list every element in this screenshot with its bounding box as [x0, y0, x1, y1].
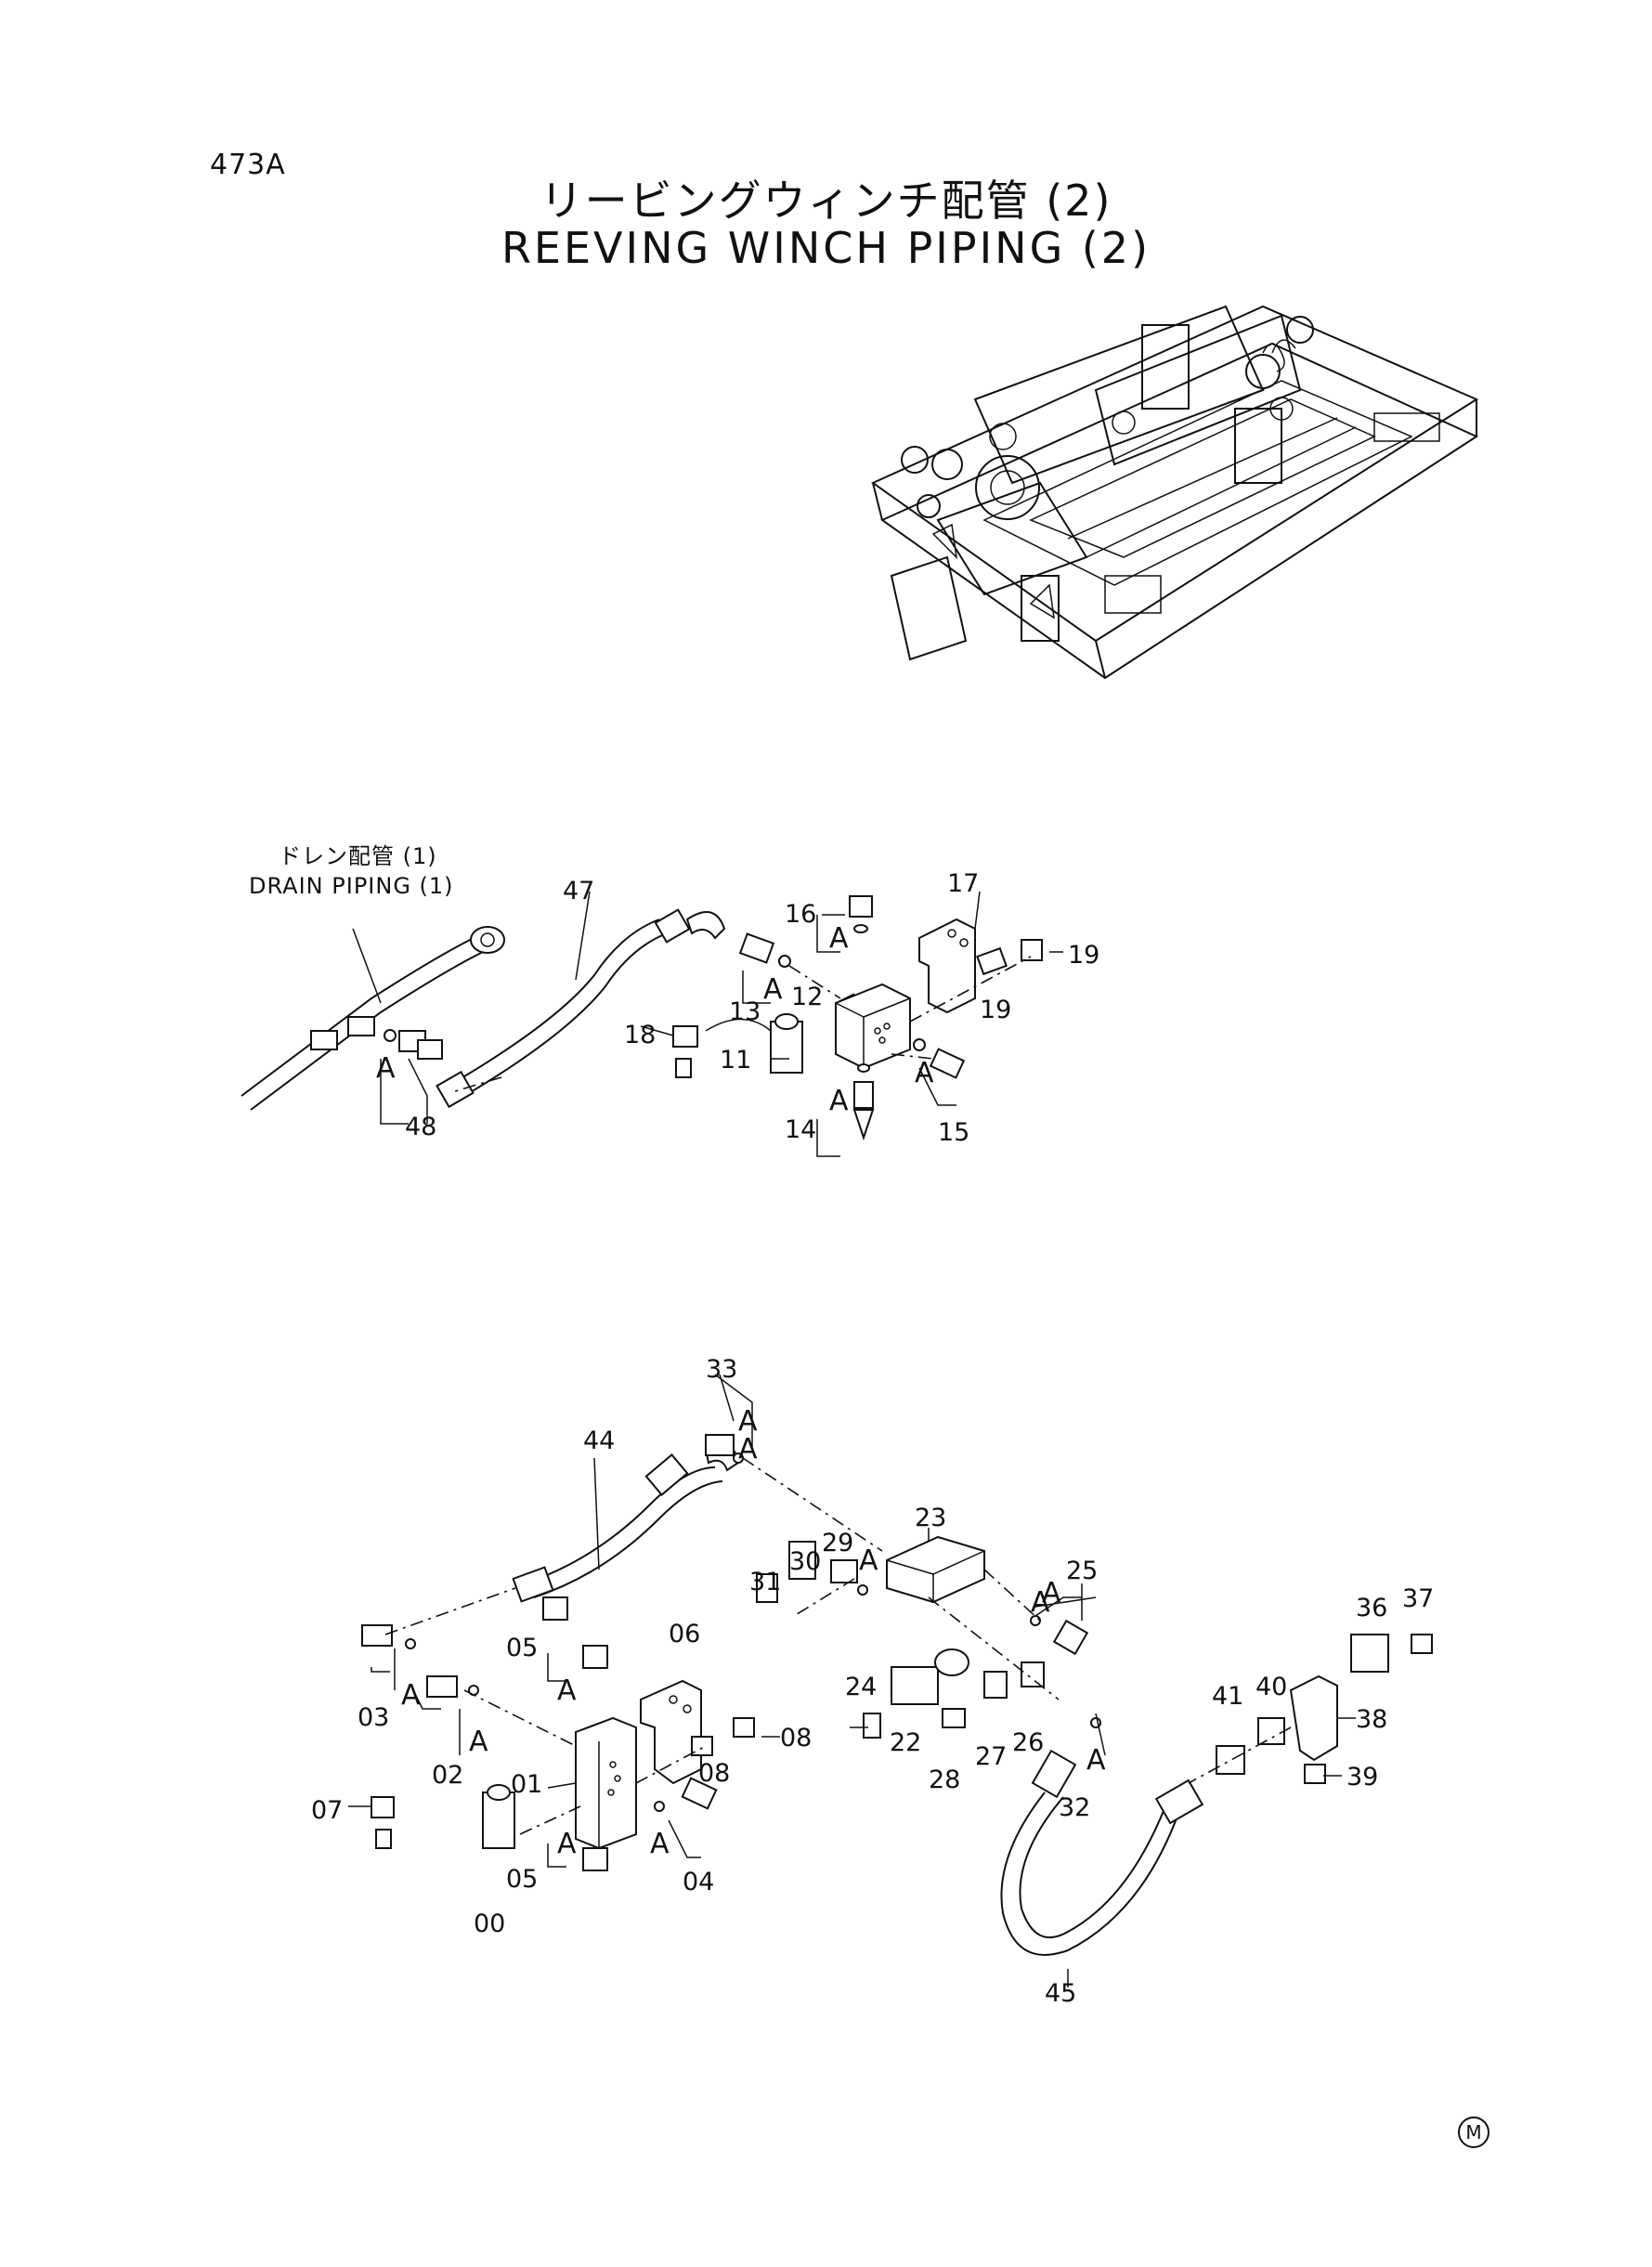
callout-11: 11	[720, 1046, 751, 1075]
group-mark-a: A	[738, 1405, 758, 1438]
callout-03: 03	[358, 1703, 389, 1732]
callout-28: 28	[929, 1765, 960, 1794]
drain-pipe	[241, 937, 475, 1097]
callouts-upper: ドレン配管 (1) DRAIN PIPING (1) 47 16 17 19 1…	[249, 843, 1099, 1147]
page-title-english: REEVING WINCH PIPING (2)	[501, 223, 1151, 273]
callout-37: 37	[1402, 1584, 1434, 1613]
callout-44: 44	[583, 1427, 615, 1455]
group-mark-a: A	[401, 1679, 421, 1712]
page-title-japanese: リービングウィンチ配管 (2)	[540, 176, 1112, 226]
group-mark-a: A	[763, 973, 783, 1006]
group-mark-a: A	[376, 1052, 396, 1085]
group-mark-a: A	[915, 1057, 934, 1089]
callout-19a: 19	[1068, 941, 1099, 970]
upper-piping-assembly	[241, 891, 1063, 1157]
callout-48: 48	[405, 1113, 436, 1141]
group-mark-a: A	[1086, 1744, 1106, 1777]
callout-31: 31	[749, 1568, 781, 1596]
group-mark-a: A	[738, 1433, 758, 1466]
callout-30: 30	[789, 1547, 821, 1576]
callout-13: 13	[729, 997, 761, 1026]
hose-45	[1000, 1791, 1180, 1956]
group-mark-a: A	[829, 1085, 849, 1117]
callout-12: 12	[791, 983, 823, 1011]
callout-36: 36	[1356, 1594, 1387, 1622]
callout-08a: 08	[780, 1724, 812, 1752]
callout-19b: 19	[980, 996, 1011, 1024]
callout-05a: 05	[506, 1634, 538, 1662]
callout-33: 33	[706, 1355, 737, 1384]
group-mark-a: A	[557, 1674, 577, 1707]
callout-06: 06	[669, 1620, 700, 1648]
group-mark-a: A	[469, 1726, 488, 1758]
callout-45: 45	[1045, 1979, 1076, 2008]
callout-29: 29	[822, 1529, 853, 1557]
page-number: 473A	[210, 149, 286, 181]
callout-17: 17	[947, 869, 979, 898]
group-mark-a: A	[829, 922, 849, 955]
hose-47	[454, 919, 660, 1083]
group-mark-a: A	[557, 1828, 577, 1860]
callout-15: 15	[938, 1118, 969, 1147]
callout-40: 40	[1255, 1673, 1287, 1701]
callout-38: 38	[1356, 1705, 1387, 1734]
group-mark-a: A	[1042, 1577, 1061, 1609]
callout-14: 14	[785, 1115, 816, 1144]
group-mark-a: A	[1031, 1586, 1050, 1619]
lower-piping-assembly	[348, 1374, 1433, 1987]
callout-25: 25	[1066, 1557, 1098, 1585]
note-drain-en: DRAIN PIPING (1)	[249, 873, 454, 899]
callout-23: 23	[915, 1504, 946, 1532]
callout-47: 47	[563, 877, 594, 905]
group-mark-a: A	[859, 1544, 878, 1577]
hose-44	[524, 1466, 716, 1584]
group-mark-a: A	[650, 1828, 670, 1860]
note-drain-jp: ドレン配管 (1)	[279, 843, 437, 869]
callout-07: 07	[311, 1796, 343, 1825]
callout-24: 24	[845, 1673, 877, 1701]
callout-00: 00	[474, 1909, 505, 1938]
callout-16: 16	[785, 900, 816, 929]
callout-05b: 05	[506, 1865, 538, 1894]
callout-32: 32	[1059, 1793, 1090, 1822]
callout-01: 01	[511, 1770, 542, 1799]
callout-41: 41	[1212, 1682, 1243, 1711]
valve-block-01	[575, 1716, 637, 1850]
callout-22: 22	[890, 1728, 921, 1757]
callout-27: 27	[975, 1742, 1007, 1771]
valve-block-23	[886, 1535, 985, 1604]
callout-18: 18	[624, 1021, 656, 1049]
machine-overview-drawing	[870, 305, 1479, 680]
callout-39: 39	[1346, 1763, 1378, 1791]
corner-mark: M	[1458, 2117, 1489, 2148]
callout-04: 04	[683, 1868, 714, 1896]
callouts-lower: 33 44 23 25 31 30 29 36 37 05 06 03 08 0…	[311, 1355, 1434, 2008]
callout-02: 02	[432, 1761, 463, 1790]
callout-08b: 08	[698, 1759, 730, 1788]
callout-26: 26	[1012, 1728, 1044, 1757]
